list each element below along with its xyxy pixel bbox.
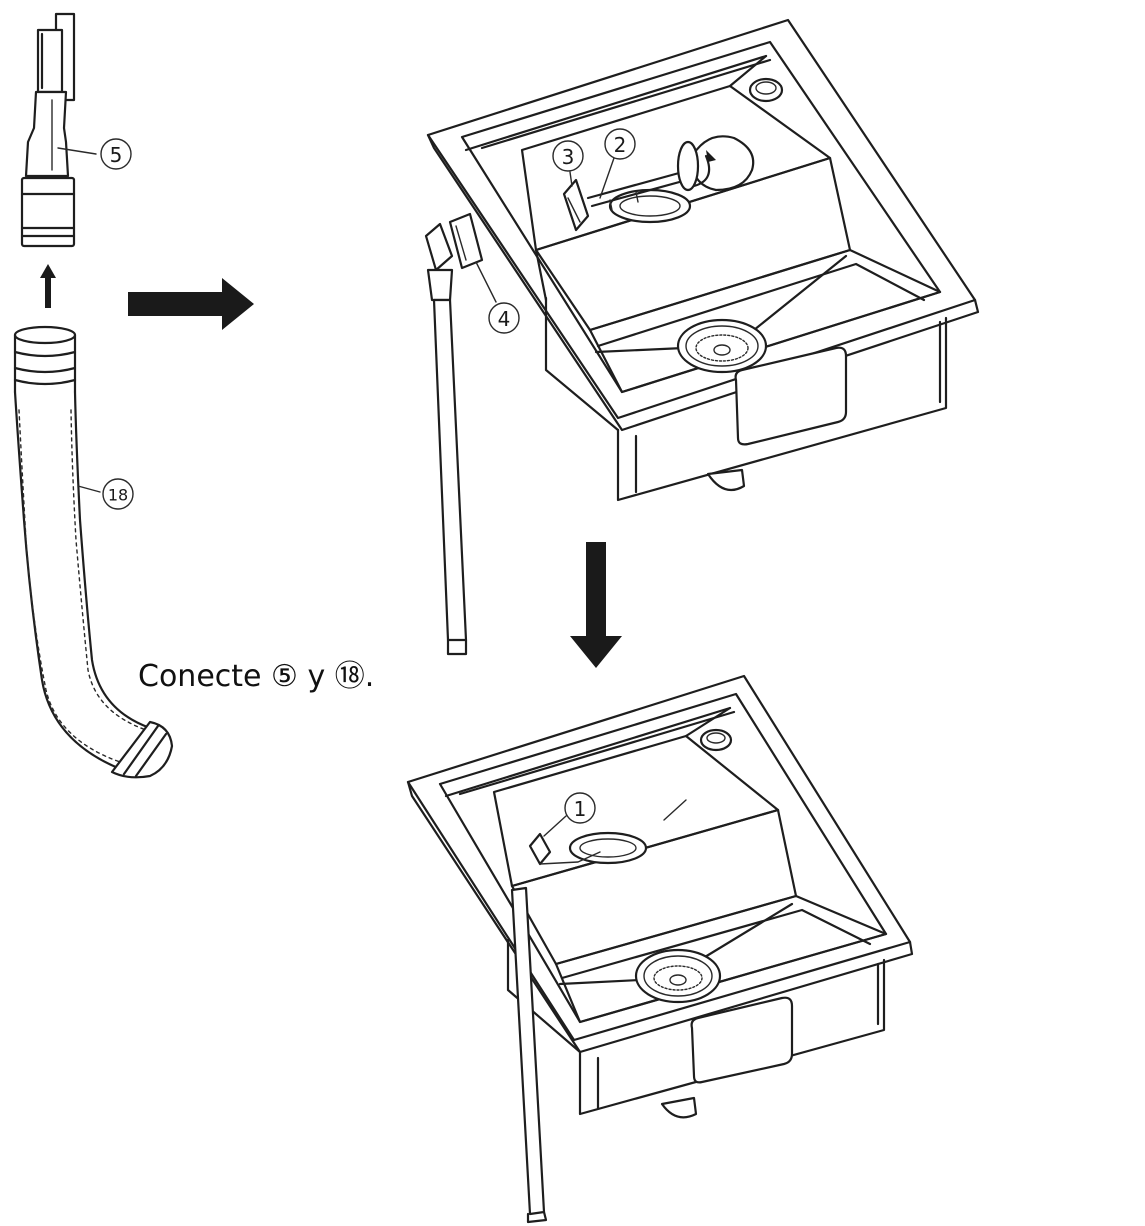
- callout-1-label: 1: [574, 797, 587, 821]
- right-arrow: [128, 278, 254, 330]
- down-arrow: [570, 542, 622, 668]
- sink-top: [426, 18, 980, 502]
- callout-4: 4: [475, 261, 520, 334]
- instruction-caption: Conecte ⑤ y ⑱.: [138, 659, 374, 694]
- callout-18: 18: [77, 478, 134, 510]
- corrugated-hose-part-18: [13, 325, 174, 779]
- callout-18-label: 18: [108, 486, 128, 505]
- sink-bottom: [406, 674, 914, 1224]
- overflow-connector-part-5: [20, 12, 76, 248]
- up-arrow: [40, 264, 56, 308]
- callout-2: 2: [599, 128, 636, 199]
- overflow-pipe-assembly: [424, 212, 484, 656]
- callout-5: 5: [57, 138, 132, 170]
- callout-4-label: 4: [498, 307, 511, 331]
- callout-1: 1: [543, 792, 596, 837]
- callout-3: 3: [552, 140, 584, 187]
- callout-5-label: 5: [110, 143, 123, 167]
- callout-2-label: 2: [614, 133, 627, 157]
- callout-3-label: 3: [562, 145, 575, 169]
